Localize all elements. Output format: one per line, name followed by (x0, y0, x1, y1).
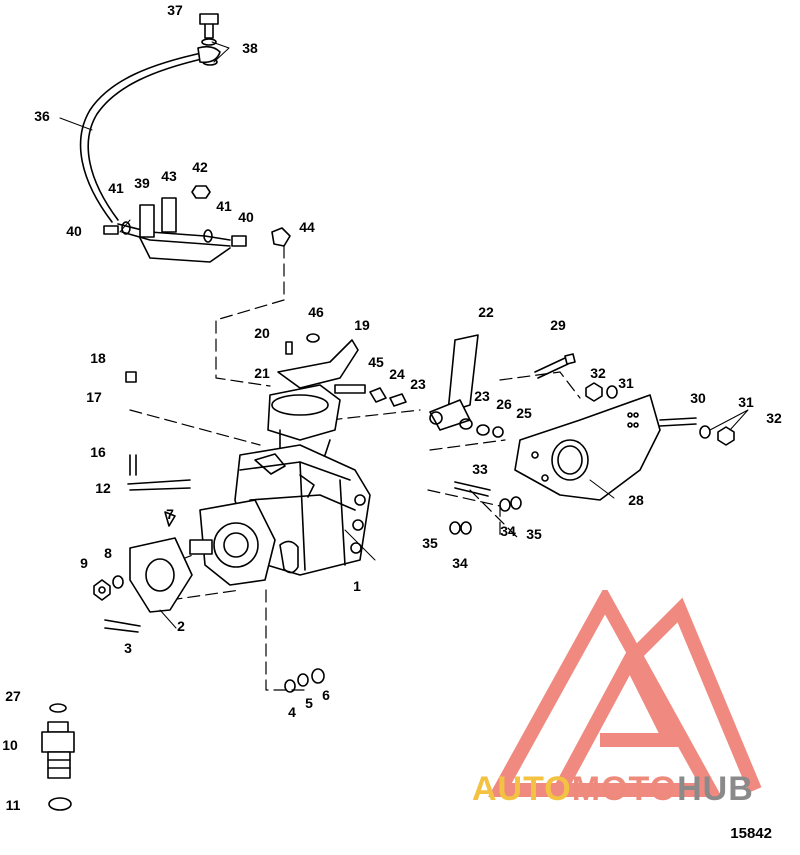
callout-20: 20 (254, 325, 270, 341)
watermark-text-moto: MOTO (571, 770, 678, 808)
callout-1: 1 (353, 578, 361, 594)
stud-30 (659, 417, 697, 427)
callout-22: 22 (478, 304, 494, 320)
callout-27: 27 (5, 688, 21, 704)
callout-23: 23 (410, 376, 426, 392)
callout-37: 37 (167, 2, 183, 18)
logo-right-arm (625, 597, 762, 793)
callout-11: 11 (5, 797, 21, 813)
callout-44: 44 (299, 219, 315, 235)
watermark-logo (488, 590, 762, 797)
callout-40: 40 (66, 223, 82, 239)
callout-29: 29 (550, 317, 566, 333)
callout-43: 43 (161, 168, 177, 184)
callout-4: 4 (288, 704, 296, 720)
callout-36: 36 (34, 108, 50, 124)
watermark-text: AUTOMOTOHUB (472, 770, 754, 809)
watermark-text-hub: HUB (677, 770, 754, 808)
stud-33 (454, 481, 491, 497)
callout-17: 17 (86, 389, 102, 405)
callout-26: 26 (496, 396, 512, 412)
callout-31: 31 (738, 394, 754, 410)
callout-10: 10 (2, 737, 18, 753)
fitting-12 (127, 479, 191, 491)
callout-25: 25 (516, 405, 532, 421)
bolt-18 (125, 371, 137, 383)
nuts-and-washers (93, 382, 735, 693)
bolt-16 (129, 454, 137, 476)
callout-45: 45 (368, 354, 384, 370)
callout-12: 12 (95, 480, 111, 496)
callout-2: 2 (177, 618, 185, 634)
callout-23: 23 (474, 388, 490, 404)
stud-29 (534, 353, 576, 379)
fuel-line (79, 51, 207, 223)
callout-8: 8 (104, 545, 112, 561)
temperature-sender (41, 703, 75, 811)
callout-16: 16 (90, 444, 106, 460)
callout-46: 46 (308, 304, 324, 320)
callout-19: 19 (354, 317, 370, 333)
bracket (277, 333, 407, 407)
callout-5: 5 (305, 695, 313, 711)
stud-3 (104, 619, 141, 633)
callout-34: 34 (452, 555, 468, 571)
callout-41: 41 (108, 180, 124, 196)
callout-7: 7 (166, 506, 174, 522)
fuel-line-inner (87, 57, 207, 221)
mounting-plate (514, 394, 661, 501)
callout-31: 31 (618, 375, 634, 391)
return-line-assembly (103, 185, 291, 263)
callout-18: 18 (90, 350, 106, 366)
callout-41: 41 (216, 198, 232, 214)
callout-21: 21 (254, 365, 270, 381)
gasket (129, 537, 193, 613)
callout-32: 32 (766, 410, 782, 426)
callout-6: 6 (322, 687, 330, 703)
injection-pump (189, 384, 371, 586)
logo-inner-shape (553, 644, 682, 794)
watermark-text-auto: AUTO (472, 770, 572, 808)
callout-34: 34 (500, 523, 516, 539)
callout-39: 39 (134, 175, 150, 191)
callout-9: 9 (80, 555, 88, 571)
callout-40: 40 (238, 209, 254, 225)
callout-32: 32 (590, 365, 606, 381)
callout-38: 38 (242, 40, 258, 56)
callout-33: 33 (472, 461, 488, 477)
drawing-number: 15842 (730, 825, 772, 842)
throttle-lever (429, 334, 504, 438)
callout-35: 35 (422, 535, 438, 551)
callout-24: 24 (389, 366, 405, 382)
logo-triangle (488, 590, 722, 797)
callout-3: 3 (124, 640, 132, 656)
callout-42: 42 (192, 159, 208, 175)
callout-28: 28 (628, 492, 644, 508)
callout-35: 35 (526, 526, 542, 542)
callout-30: 30 (690, 390, 706, 406)
